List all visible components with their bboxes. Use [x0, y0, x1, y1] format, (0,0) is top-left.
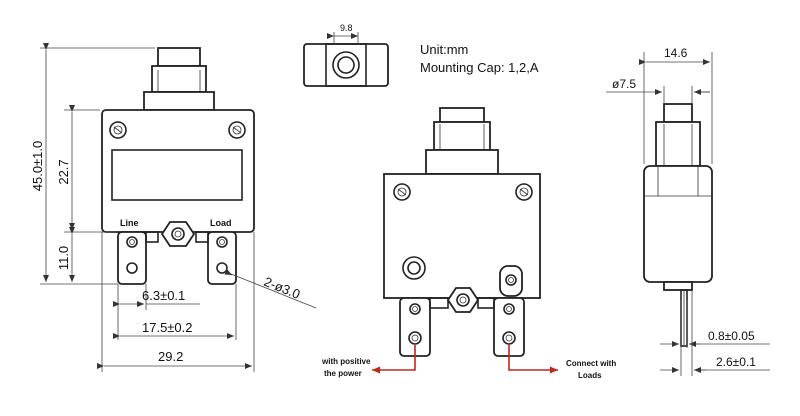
- cap-center-block: [325, 43, 367, 87]
- side-view: 14.6 ø7.5 0.8±0.05 2.6±0.1: [606, 46, 770, 376]
- front-terminal-bracket-left: [145, 231, 159, 243]
- side-button-stem: [655, 121, 701, 167]
- dim-terminal-spacing: 17.5±0.2: [142, 320, 193, 335]
- rear-rivet-large: [402, 256, 426, 280]
- rear-mount-hole-right: [515, 183, 533, 201]
- front-mount-hole-right: [228, 121, 246, 139]
- front-button-top: [157, 47, 201, 67]
- cap-detail: 9.8 Unit:mm Mounting Cap: 1,2,A: [303, 23, 539, 87]
- front-label-window: [111, 149, 243, 201]
- rear-view: with positive the power Connect with Loa…: [321, 107, 616, 380]
- side-housing: [643, 165, 713, 283]
- front-terminal-load: [207, 231, 237, 285]
- dim-overall-height: 45.0±1.0: [30, 141, 45, 192]
- rear-mount-hole-left: [393, 183, 411, 201]
- dim-side-width: 14.6: [664, 46, 688, 60]
- cap-plate: [303, 43, 389, 87]
- rear-terminal-right: [493, 297, 525, 357]
- front-button-stem: [151, 65, 207, 93]
- units-label: Unit:mm: [420, 42, 468, 57]
- front-terminal-bracket-right: [195, 231, 209, 243]
- dim-mounting-holes: 2-ø3.0: [262, 274, 302, 302]
- dim-cap-width: 9.8: [340, 23, 353, 33]
- rear-button-top: [439, 107, 485, 123]
- rear-terminal-left: [399, 297, 431, 357]
- front-view: Line Load 45.0±1.0 22.7 11.0: [30, 43, 317, 372]
- load-note-line1: Connect with: [566, 359, 616, 368]
- positive-arrow: [372, 345, 416, 374]
- cap-ring-inner: [337, 56, 355, 74]
- mounting-cap-label: Mounting Cap: 1,2,A: [420, 60, 539, 75]
- dim-body-height: 22.7: [56, 159, 71, 184]
- rear-button-collar: [425, 149, 499, 175]
- load-arrow: [508, 345, 558, 374]
- dim-button-diameter: ø7.5: [612, 77, 636, 91]
- cap-ring-outer: [332, 51, 360, 79]
- load-note-line2: Loads: [578, 371, 602, 380]
- dim-terminal-length: 11.0: [56, 246, 71, 270]
- side-base: [663, 281, 693, 291]
- rear-button-stem: [433, 121, 491, 151]
- dim-body-width: 29.2: [158, 349, 183, 364]
- rear-rivet-small: [499, 265, 523, 297]
- front-mount-hole-left: [109, 121, 127, 139]
- front-terminal-line: [117, 231, 147, 285]
- load-label: Load: [210, 218, 232, 228]
- dim-terminal-thickness: 0.8±0.05: [708, 329, 755, 343]
- dim-terminal-base: 2.6±0.1: [716, 355, 756, 369]
- front-button-collar: [143, 91, 215, 111]
- front-center-nut: [160, 221, 196, 247]
- positive-note-line1: with positive: [321, 357, 371, 366]
- dim-terminal-width: 6.3±0.1: [142, 288, 185, 303]
- front-housing: [101, 109, 255, 233]
- line-label: Line: [120, 218, 139, 228]
- side-button-top: [663, 103, 693, 123]
- positive-note-line2: the power: [324, 369, 362, 378]
